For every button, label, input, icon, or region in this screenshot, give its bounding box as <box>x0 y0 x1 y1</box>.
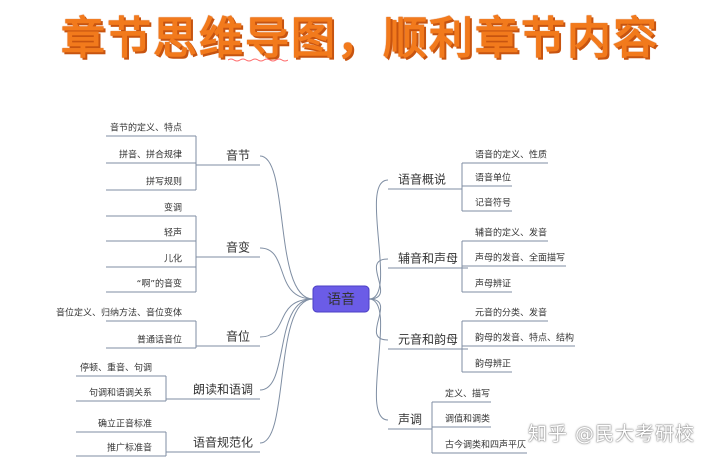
leaf-label: 拼音、拼合规律 <box>119 149 182 161</box>
branch-label: 辅音和声母 <box>398 251 458 266</box>
edge-root-to-辅音和声母 <box>368 258 389 300</box>
leaf-label: 停顿、重音、句调 <box>80 362 152 374</box>
edge-root-to-语音规范化 <box>259 298 314 444</box>
leaf-label: 辅音的定义、发音 <box>475 227 547 239</box>
leaf-label: 记音符号 <box>475 197 511 209</box>
leaf-label: 语音单位 <box>475 172 511 184</box>
root-node <box>312 285 370 313</box>
branch-label: 元音和韵母 <box>398 332 458 347</box>
branch-label: 音变 <box>226 240 250 255</box>
leaf-label: 推广标准音 <box>107 442 152 454</box>
leaf-label: 轻声 <box>164 227 182 239</box>
leaf-label: 调值和调类 <box>445 413 490 425</box>
edge-root-to-朗读和语调 <box>259 298 314 391</box>
branch-label: 语音概说 <box>398 172 446 187</box>
leaf-label: 确立正音标准 <box>98 418 152 430</box>
edge-root-to-音变 <box>259 247 314 300</box>
edge-root-to-语音概说 <box>368 179 389 300</box>
leaf-label: 儿化 <box>164 253 182 265</box>
watermark: 知乎 @民大考研校 <box>528 423 696 445</box>
leaf-label: 变调 <box>164 202 182 214</box>
leaf-label: 音节的定义、特点 <box>110 122 182 134</box>
root-label: 语音 <box>327 291 355 308</box>
leaf-label: 元音的分类、发音 <box>475 307 547 319</box>
leaf-label: “啊”的音变 <box>137 278 182 290</box>
leaf-label: 声母的发音、全面描写 <box>475 252 565 264</box>
spellcheck-underline <box>228 58 288 62</box>
edge-root-to-音位 <box>259 298 314 338</box>
leaf-label: 音位定义、归纳方法、音位变体 <box>56 307 182 319</box>
edge-root-to-声调 <box>368 298 389 421</box>
mind-map-edges <box>76 135 575 457</box>
leaf-label: 语音的定义、性质 <box>475 149 547 161</box>
branch-label: 语音规范化 <box>193 435 253 450</box>
leaf-label: 韵母辨正 <box>475 358 511 370</box>
leaf-label: 普通话音位 <box>137 334 182 346</box>
edge-root-to-元音和韵母 <box>368 298 389 341</box>
leaf-label: 韵母的发音、特点、结构 <box>475 332 574 344</box>
headline: 章节思维导图，顺利章节内容 <box>61 13 659 64</box>
branch-label: 音位 <box>226 329 250 344</box>
leaf-label: 定义、描写 <box>445 388 490 400</box>
leaf-label: 句调和语调关系 <box>89 387 152 399</box>
leaf-label: 拼写规则 <box>146 176 182 188</box>
leaf-label: 声母辨证 <box>475 278 511 290</box>
leaf-label: 古今调类和四声平仄 <box>445 439 526 451</box>
branch-label: 音节 <box>226 148 250 163</box>
branch-label: 声调 <box>398 413 422 427</box>
edge-root-to-音节 <box>259 155 314 300</box>
branch-label: 朗读和语调 <box>193 383 253 397</box>
